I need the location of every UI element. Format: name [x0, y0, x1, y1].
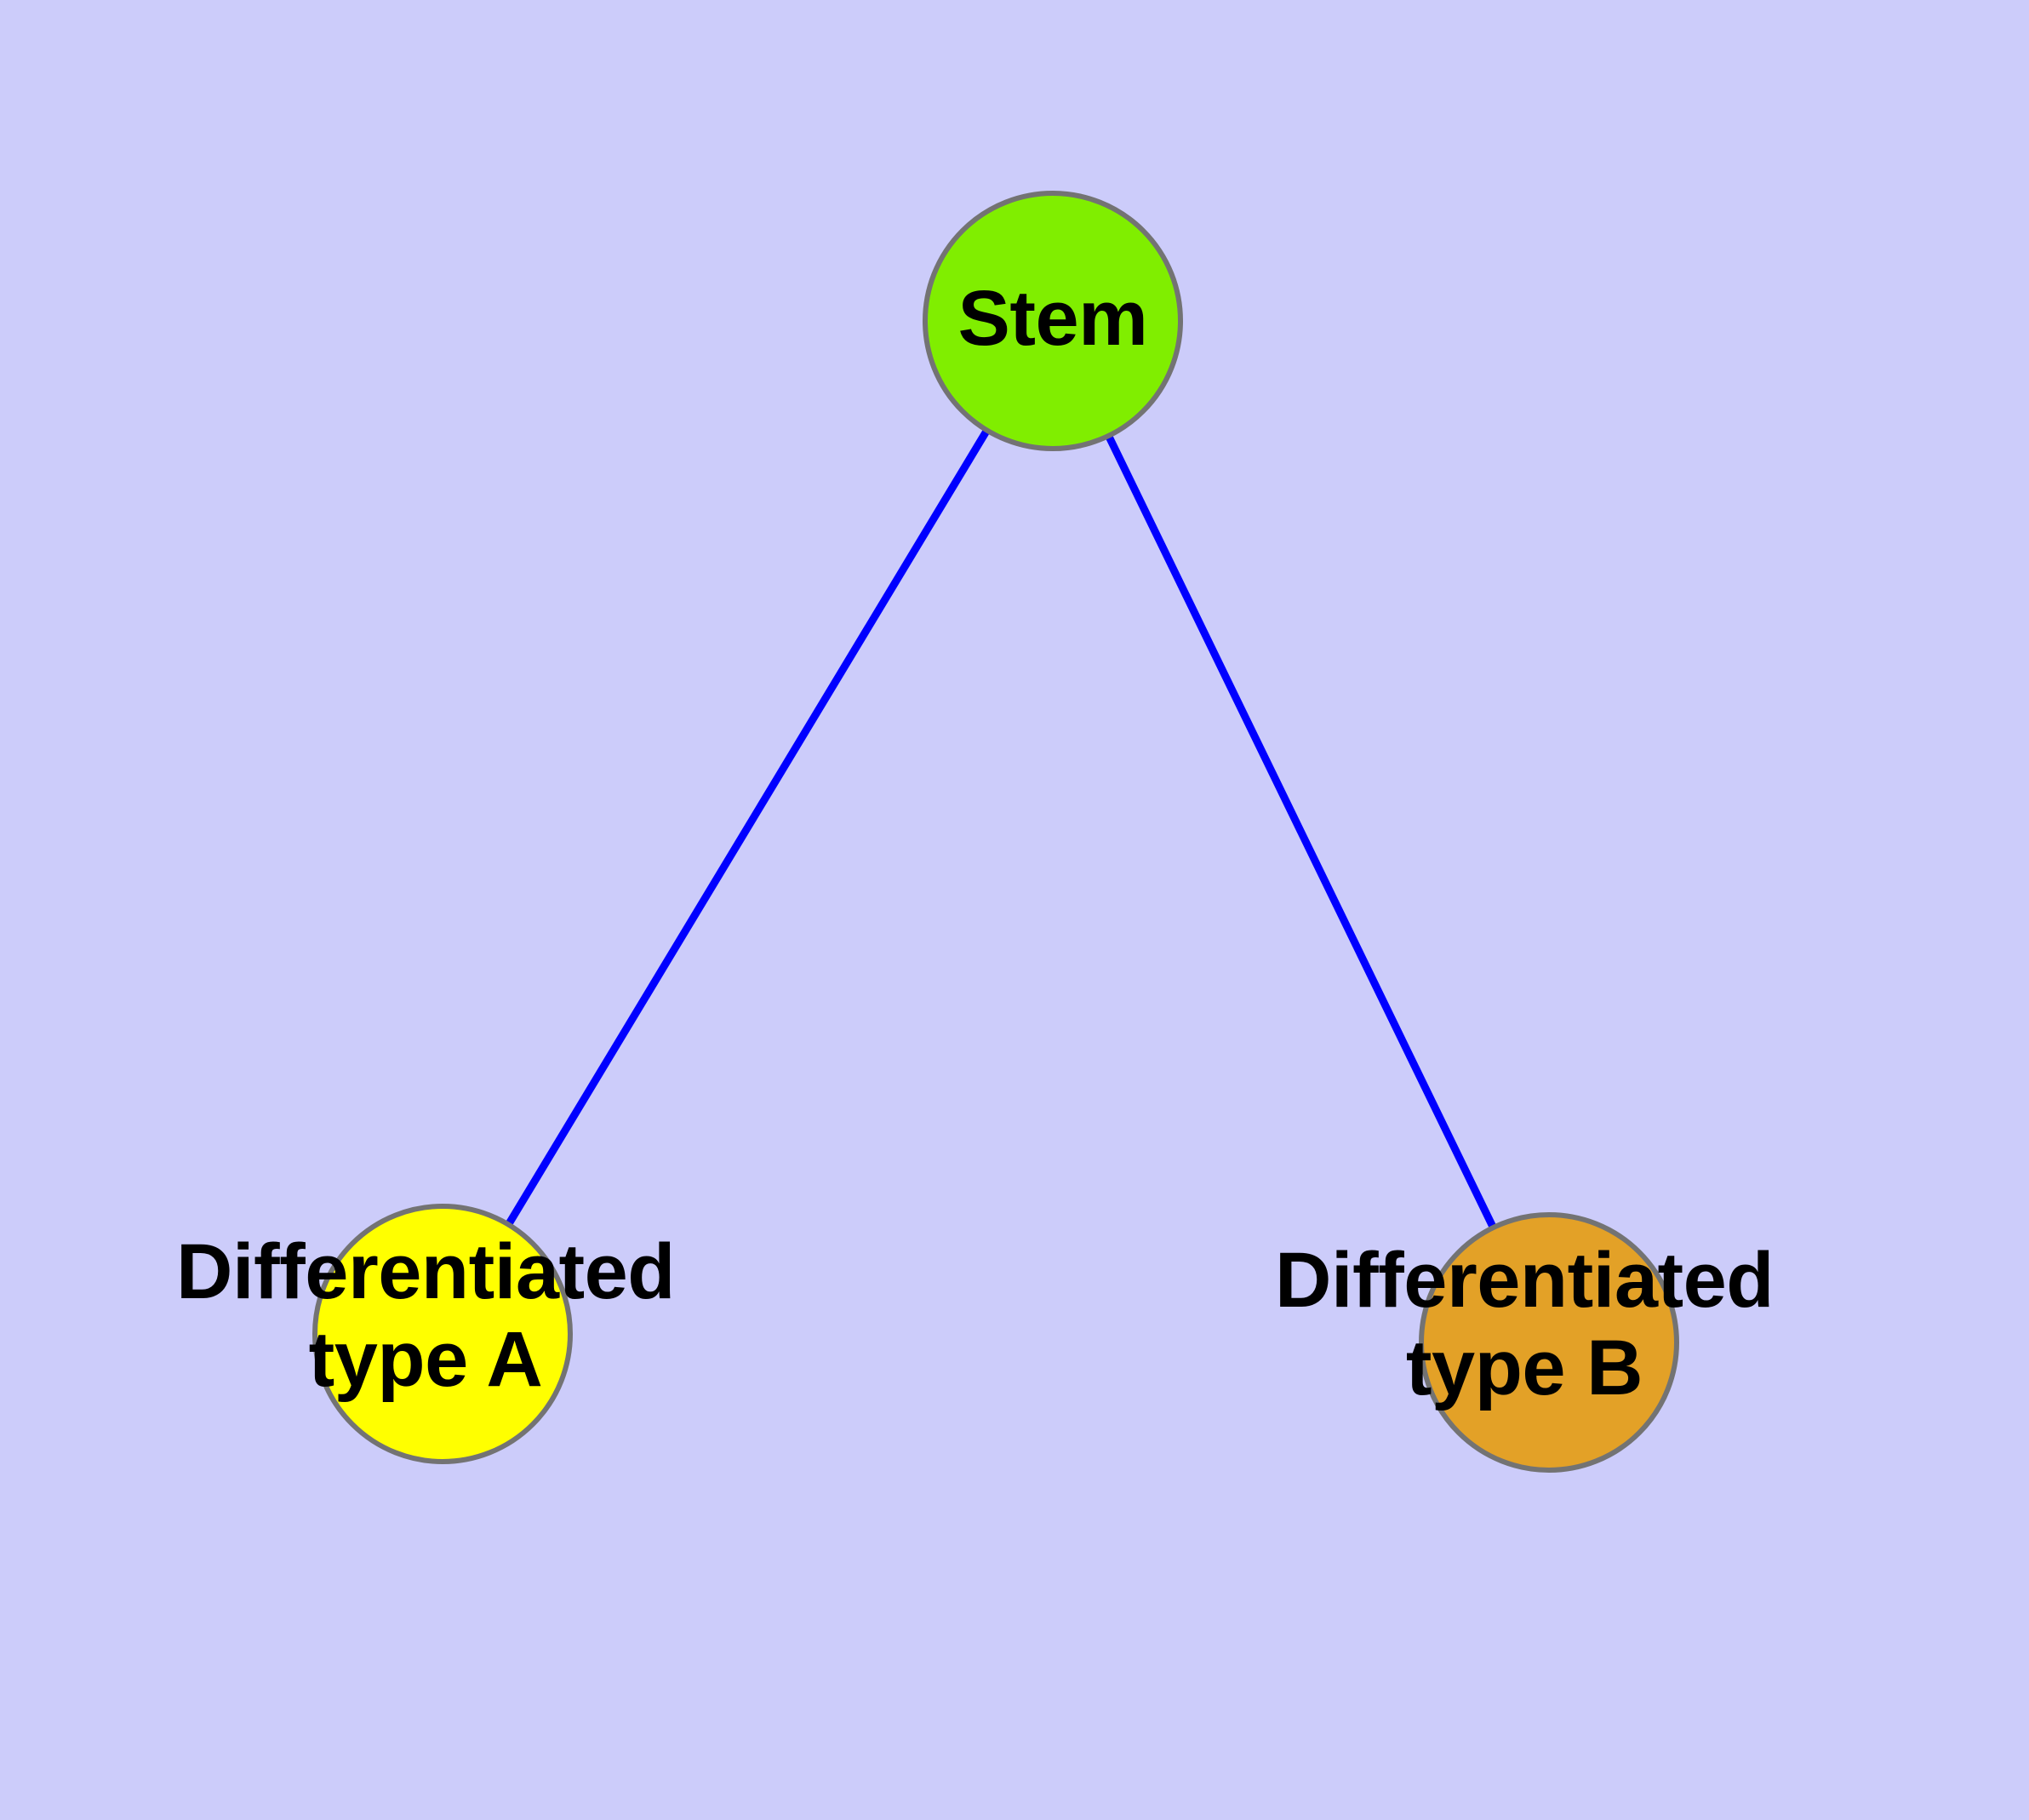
edge-stem-to-type-b: [1049, 319, 1553, 1344]
node-stem[interactable]: [923, 191, 1183, 451]
edge-stem-to-type-a: [439, 318, 1056, 1336]
node-differentiated-type-a[interactable]: [312, 1204, 573, 1464]
node-differentiated-type-b[interactable]: [1419, 1212, 1679, 1473]
node-stem-label: Stem: [957, 275, 1148, 362]
node-differentiated-type-a-label: Differentiated type A: [176, 1228, 675, 1404]
node-differentiated-type-b-label: Differentiated type B: [1275, 1237, 1774, 1412]
